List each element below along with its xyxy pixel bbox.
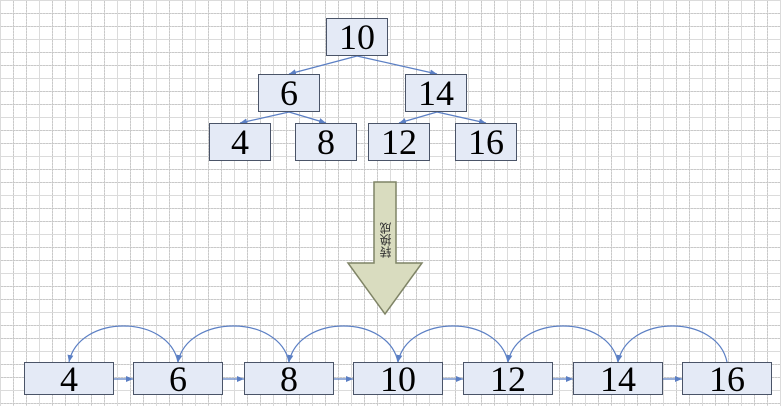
- tree-edge-14-16: [436, 111, 487, 125]
- tree-node-8[interactable]: 8: [295, 123, 357, 161]
- list-node-12[interactable]: 12: [463, 361, 553, 397]
- list-node-14[interactable]: 14: [573, 361, 663, 397]
- list-prev-edge: [506, 325, 619, 363]
- list-node-8[interactable]: 8: [244, 361, 334, 397]
- tree-edge-14-12: [398, 111, 438, 124]
- tree-node-10[interactable]: 10: [326, 18, 388, 56]
- tree-edge-6-8: [288, 111, 327, 124]
- convert-label: 转换成: [379, 222, 393, 258]
- list-prev-edge: [287, 325, 399, 363]
- list-node-6[interactable]: 6: [133, 361, 223, 397]
- tree-node-14[interactable]: 14: [405, 74, 467, 112]
- tree-edge-10-6: [288, 55, 358, 76]
- tree-edge-10-14: [356, 55, 438, 76]
- list-prev-edge: [67, 325, 179, 363]
- list-node-4[interactable]: 4: [24, 361, 114, 397]
- list-node-16[interactable]: 16: [682, 361, 772, 397]
- tree-node-4[interactable]: 4: [209, 123, 271, 161]
- list-prev-edge: [176, 325, 290, 363]
- tree-node-6[interactable]: 6: [258, 74, 320, 112]
- list-prev-edge: [616, 325, 728, 363]
- list-prev-edge: [396, 325, 509, 363]
- list-node-10[interactable]: 10: [353, 361, 443, 397]
- tree-node-16[interactable]: 16: [455, 123, 517, 161]
- tree-edge-6-4: [239, 111, 290, 125]
- tree-node-12[interactable]: 12: [368, 123, 430, 161]
